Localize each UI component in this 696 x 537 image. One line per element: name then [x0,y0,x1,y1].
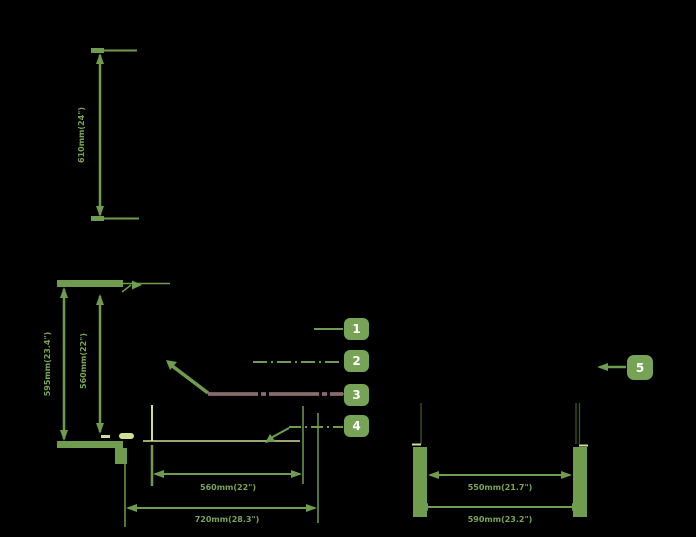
panel-step [115,448,127,464]
side-outer-width-dimension: 590mm(23.2") [417,503,583,524]
side-inner-width-dimension: 550mm(21.7") [428,471,572,492]
tick-stub [91,216,104,221]
top-panel [57,280,123,287]
arrow-down-icon [60,430,68,441]
arrow-left-icon [597,363,608,371]
overhang-tick [121,284,132,293]
side-inner-width-label: 550mm(21.7") [468,483,533,492]
arrow-up-icon [96,294,104,305]
side-wall-left [413,447,427,517]
callout-2-badge [344,350,369,372]
front-inner-width-label: 560mm(22") [200,483,256,492]
callout-3: 3 [166,360,369,406]
callout-4-badge [344,415,369,437]
inner-height-label: 560mm(22") [79,333,88,389]
callout-5-badge [627,355,653,380]
callout-2: 2 [253,350,369,372]
cabinet-front-section [57,280,170,464]
arrow-right-icon [306,504,317,512]
arrow-left-icon [428,471,439,479]
leader-bend [169,363,210,395]
arrow-right-icon [291,470,302,478]
arrow-left-icon [153,470,164,478]
front-outer-width-label: 720mm(28.3") [195,515,260,524]
overhang-arrow-icon [132,280,142,290]
arrow-right-icon [561,471,572,479]
arrow-right-icon [572,503,583,511]
seal-highlight [119,433,134,439]
callout-3-badge [344,384,369,406]
callout-4: 4 [265,415,369,443]
arrow-down-icon [96,206,104,217]
arrow-up-icon [96,53,104,64]
callout-5: 5 [597,355,653,380]
callout-4-number: 4 [352,419,360,433]
outer-height-dimension: 595mm(23.4") [43,287,68,441]
callout-1-number: 1 [352,322,360,336]
seal-highlight-small [101,435,110,438]
arrow-left-icon [417,503,428,511]
cabinet-side-section [412,403,588,517]
callout-2-number: 2 [352,354,360,368]
callout-1-badge [344,318,369,340]
bottom-panel [57,441,123,448]
callout-1: 1 [314,318,369,340]
callout-5-number: 5 [636,361,644,375]
side-wall-right [573,447,587,517]
front-inner-width-dimension: 560mm(22") [150,406,304,492]
inner-height-dimension: 560mm(22") [79,294,104,434]
arrow-up-icon [60,287,68,298]
arrow-left-icon [126,504,137,512]
outer-height-label: 595mm(23.4") [43,332,52,397]
callout-3-number: 3 [352,388,360,402]
leader-bend [268,427,290,440]
side-outer-width-label: 590mm(23.2") [468,515,533,524]
front-outer-width-dimension: 720mm(28.3") [124,413,319,527]
total-height-label: 610mm(24") [77,107,86,163]
tick-stub [91,48,104,53]
arrow-down-icon [96,423,104,434]
total-height-dimension: 610mm(24") [77,48,139,221]
